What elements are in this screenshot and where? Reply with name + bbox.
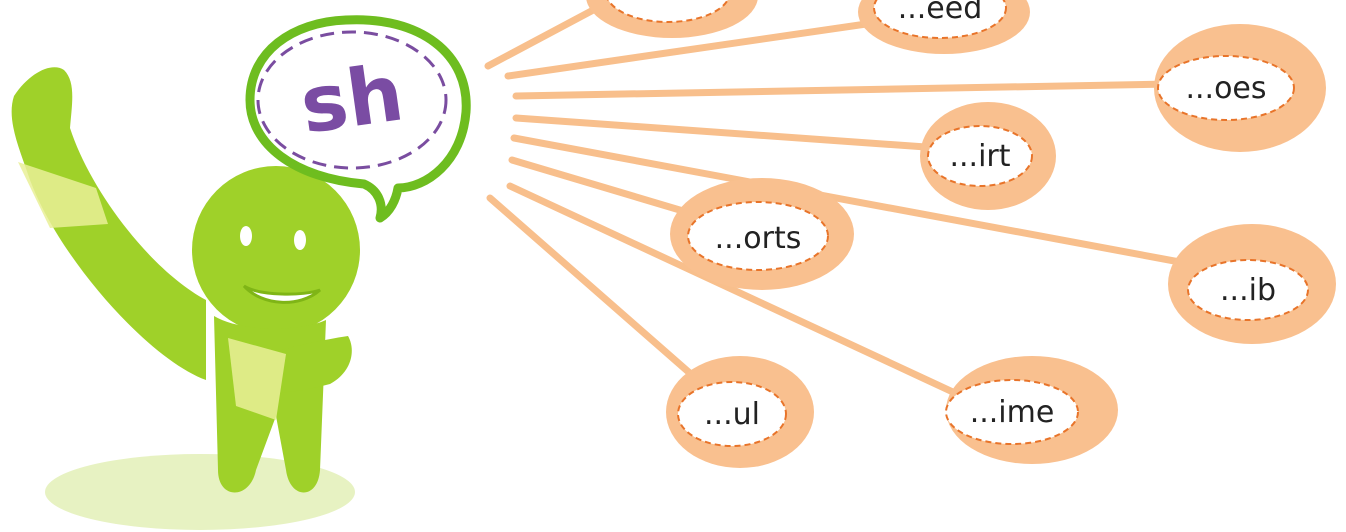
bubble-label: ...orts <box>715 221 802 256</box>
speech-bubble-shape <box>245 15 471 223</box>
bubble-irt: ...irt <box>920 102 1056 210</box>
connector-line-eed <box>504 18 884 80</box>
bubble-label: ...ime <box>970 395 1055 430</box>
bubble-label: ...oes <box>1185 71 1266 106</box>
bubble-inner <box>927 125 1033 187</box>
bubble-inner <box>1157 55 1295 121</box>
bubble-label: ...ul <box>704 397 760 432</box>
character-right-sleeve <box>228 338 286 420</box>
speech-bubble: sh <box>245 15 471 223</box>
speech-bubble-dashed-border <box>256 30 448 170</box>
bubble-oes: ...oes <box>1154 24 1326 152</box>
connector-lines <box>484 0 1216 404</box>
character-eye-right <box>294 230 306 250</box>
character-mouth <box>242 284 322 304</box>
character-left-sleeve <box>18 162 108 228</box>
connector-line-irt <box>512 114 944 152</box>
connector-line-top-left <box>484 0 616 70</box>
character-head <box>192 166 360 334</box>
green-character <box>11 67 360 493</box>
bubble-ul: ...ul <box>666 356 814 468</box>
connector-line-ib <box>510 134 1216 272</box>
bubble-label: ...ib <box>1220 273 1276 308</box>
bubble-inner <box>873 0 1007 39</box>
bubble-inner <box>945 379 1079 445</box>
character-eye-left <box>240 226 252 246</box>
bubble-inner <box>677 381 787 447</box>
bubble-label: ...eed <box>898 0 983 26</box>
bubble-top-left <box>586 0 758 38</box>
bubble-ime: ...ime <box>945 356 1118 464</box>
character-left-arm <box>11 67 206 381</box>
bubble-inner <box>687 201 829 271</box>
bubble-eed: ...eed <box>858 0 1030 54</box>
connector-line-ime <box>506 182 974 404</box>
character-shadow <box>45 454 355 530</box>
bubble-inner <box>607 0 729 23</box>
connector-line-ul <box>486 194 704 386</box>
connector-line-oes <box>512 80 1174 100</box>
bubble-orts: ...orts <box>670 178 854 290</box>
bubble-ib: ...ib <box>1168 224 1336 344</box>
bubble-label: ...irt <box>949 139 1010 174</box>
bubble-inner <box>1187 259 1309 321</box>
digraph-label: sh <box>295 48 409 151</box>
